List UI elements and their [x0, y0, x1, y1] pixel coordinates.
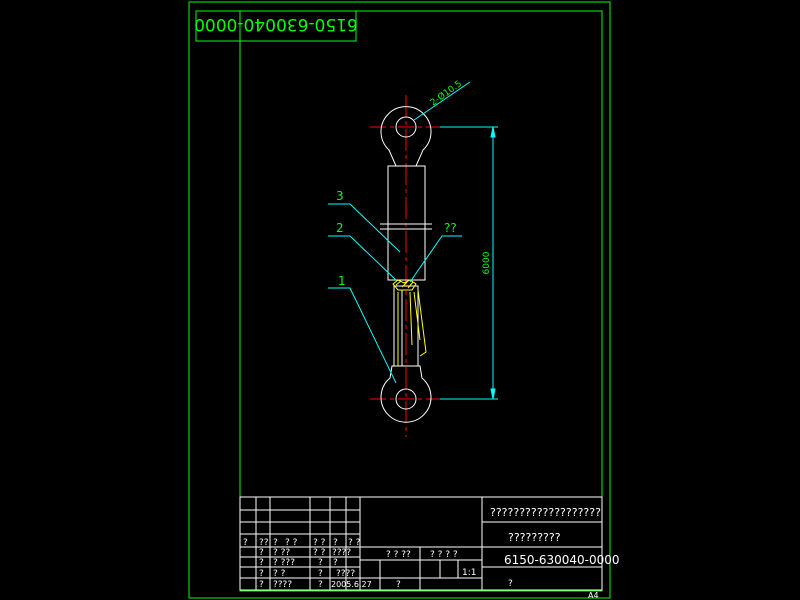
top-eye-hole: [395, 116, 417, 138]
dim-text-group: 6000: [482, 251, 492, 274]
cell-r4-0: ?: [259, 569, 264, 579]
cell-r2-1: ? ??: [273, 548, 290, 558]
top-eye: [380, 106, 432, 167]
hole-leader: [413, 81, 471, 121]
label-b: ? ? ? ?: [430, 550, 458, 560]
hatch-line: [409, 291, 413, 346]
cell-r3-1: ? ???: [273, 558, 295, 568]
code-box: [195, 10, 357, 42]
callout-q: ??: [444, 221, 457, 235]
hatch-line: [407, 281, 414, 289]
cell-r5-1: ????: [273, 580, 292, 590]
cell-r1-4: ? ?: [313, 538, 326, 548]
dim-arrow-bottom: [490, 388, 496, 400]
cell-r1-2: ?: [273, 538, 278, 548]
length-dimension: [413, 81, 498, 400]
scale-value: 1:1: [462, 568, 476, 578]
mirrored-code: 6150-630040-0000: [194, 14, 358, 34]
cell-r5-3: 2005.6.27: [331, 580, 372, 589]
callout-leaders: [328, 203, 462, 384]
callout-3: 3: [336, 189, 344, 203]
hatch-line: [395, 280, 402, 286]
leader-3: [328, 203, 401, 253]
cell-r3-2: ?: [318, 558, 323, 568]
cell-r1-1: ??: [259, 538, 269, 548]
cell-r1-6: ? ?: [348, 538, 361, 548]
leader-q: [409, 235, 462, 283]
callout-1: 1: [338, 274, 346, 288]
cell-r5-2: ?: [318, 580, 323, 590]
sheet-value: ?: [508, 579, 513, 589]
weld-hatching: [392, 279, 427, 366]
bottom-eye-hole: [395, 388, 417, 410]
centerlines: [370, 95, 448, 437]
paper-size: A4: [588, 591, 599, 600]
drawing-code-mirrored: 6150-630040-0000: [194, 14, 358, 34]
dim-arrow-top: [490, 126, 496, 138]
cell-r1-3: ? ?: [285, 538, 298, 548]
upper-tube: [387, 165, 426, 281]
drawing-number: 6150-630040-0000: [504, 553, 620, 567]
inner-frame: [239, 10, 603, 592]
cell-r2-3: ????: [332, 548, 351, 558]
hatch-line: [417, 289, 427, 357]
cell-r3-0: ?: [259, 558, 264, 568]
title-name-row1: ???????????????????: [490, 506, 601, 519]
cell-r4-3: ????: [336, 569, 355, 579]
cell-r4-2: ?: [318, 569, 323, 579]
cell-r1-0: ?: [243, 538, 248, 548]
length-dimension-text: 6000: [482, 251, 492, 274]
cell-r2-2: ? ?: [313, 548, 326, 558]
hatch-line: [401, 280, 409, 288]
callout-2: 2: [336, 221, 344, 235]
title-name-row2: ?????????: [508, 531, 561, 544]
label-c: ?: [396, 580, 401, 590]
title-block-border: [239, 496, 603, 591]
leader-1: [328, 287, 397, 384]
cell-r4-1: ? ?: [273, 569, 286, 579]
outer-frame: [188, 1, 611, 599]
leader-2: [328, 235, 397, 281]
cell-r5-0: ?: [259, 580, 264, 590]
hatch-line: [413, 291, 421, 341]
label-a: ? ? ??: [386, 550, 411, 560]
cell-r3-3: ?: [333, 558, 338, 568]
title-block-lines: [239, 496, 603, 591]
cell-r1-5: ?: [333, 538, 338, 548]
bottom-eye: [380, 365, 432, 423]
title-block-text: ??????????????????? ????????? 6150-63004…: [243, 506, 620, 600]
cell-r2-0: ?: [259, 548, 264, 558]
